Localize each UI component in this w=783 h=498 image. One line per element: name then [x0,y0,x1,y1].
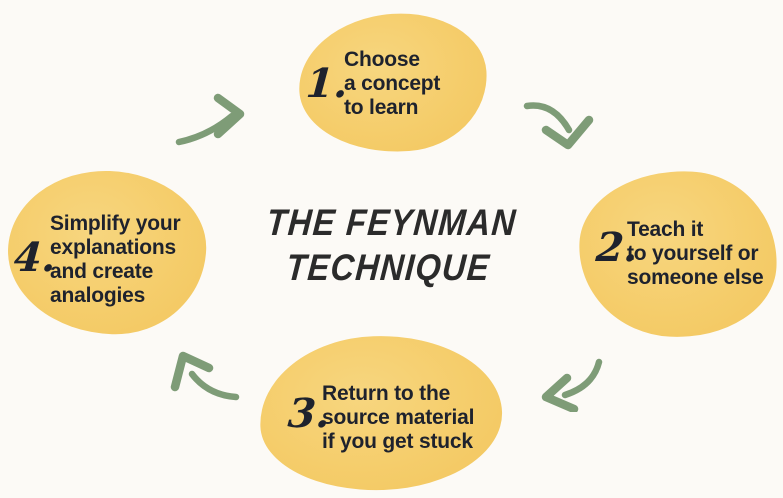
step-1-line: to learn [344,96,419,119]
step-1-line: a concept [344,72,441,95]
step-2-line: Teach it [627,218,704,241]
step-1-line: Choose [344,48,420,71]
step-4-line: explanations [50,236,176,259]
curved-arrow-up-left-icon [170,351,240,401]
step-3-line: Return to the [322,382,451,405]
step-1-number: 1. [304,60,350,107]
step-4-line: analogies [50,284,146,307]
diagram-title-line-2: TECHNIQUE [284,247,492,288]
step-3-line: if you get stuck [322,430,473,453]
step-3-line: source material [322,406,475,429]
step-4-line: and create [50,260,154,283]
curved-arrow-down-right-icon [523,102,594,150]
step-4-line: Simplify your [50,212,181,235]
step-1-text: Choose a concept to learn [344,48,440,120]
step-2-line: to yourself or [627,242,759,265]
step-4-text: Simplify your explanations and create an… [50,212,181,308]
diagram-title: THE FEYNMAN TECHNIQUE [255,200,526,290]
step-2-text: Teach it to yourself or someone else [627,218,764,290]
curved-arrow-up-right-icon [175,93,245,146]
step-2-line: someone else [627,266,764,289]
curved-arrow-left-icon [541,358,603,412]
diagram-title-line-1: THE FEYNMAN [265,202,519,243]
step-3-text: Return to the source material if you get… [322,382,474,454]
